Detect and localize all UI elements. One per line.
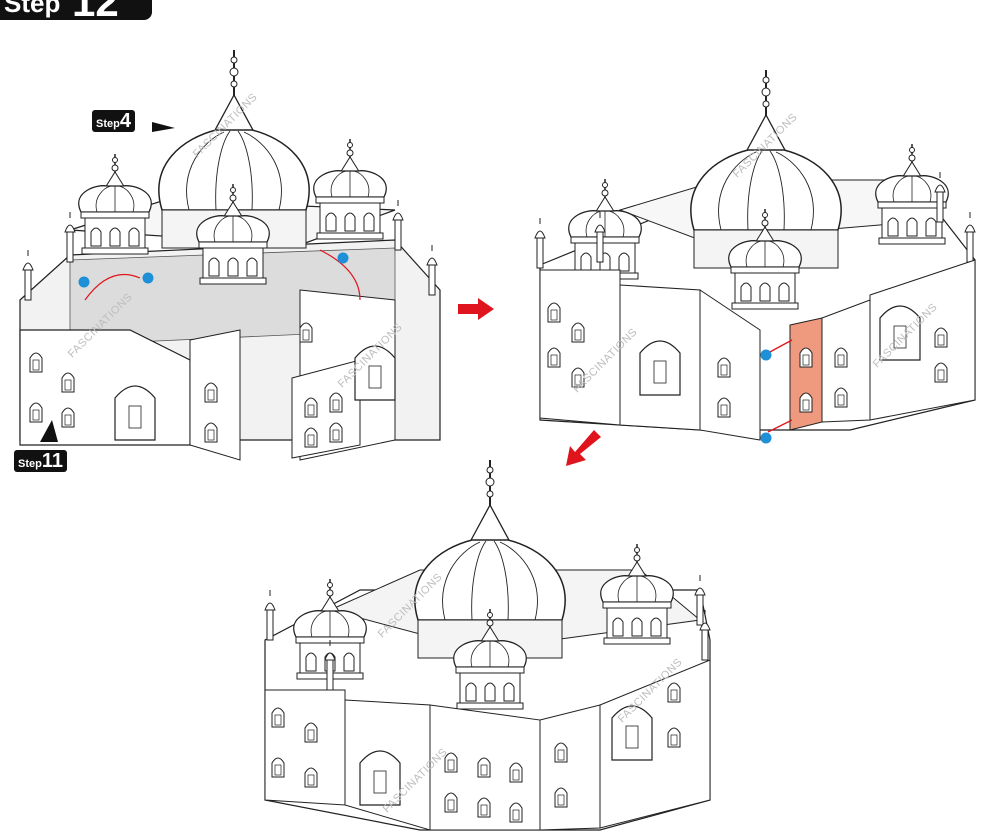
- step-11-word: Step: [18, 458, 42, 470]
- next-arrow-right: [458, 298, 494, 320]
- step-11-callout: Step11: [14, 450, 67, 472]
- step-11-number: 11: [42, 450, 63, 472]
- step-4-callout: Step4: [92, 110, 135, 132]
- assembly-closing-wall: [535, 70, 975, 444]
- next-arrow-down: [566, 430, 601, 466]
- assembly-finished: [265, 460, 710, 830]
- step-4-number: 4: [120, 110, 131, 132]
- step-4-word: Step: [96, 118, 120, 130]
